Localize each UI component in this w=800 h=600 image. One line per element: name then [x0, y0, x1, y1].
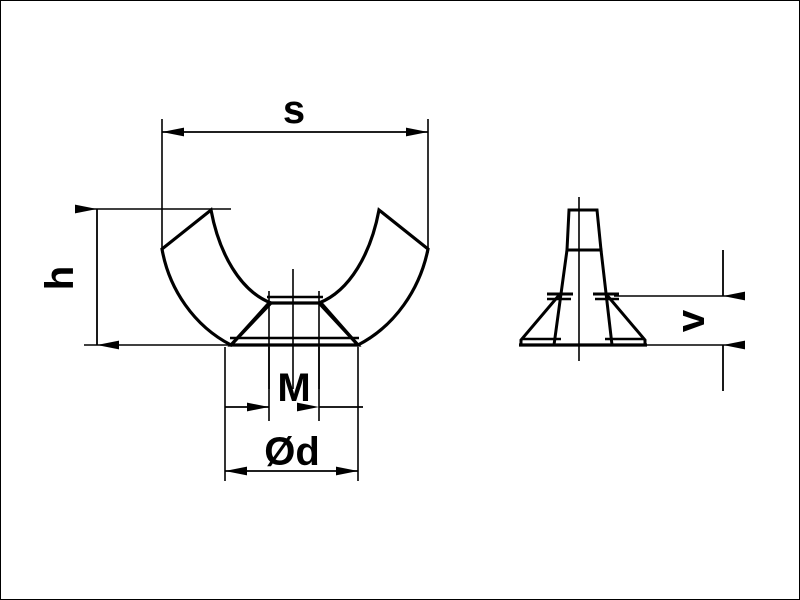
side-view: [519, 197, 647, 361]
right-wing-outline: [316, 207, 430, 347]
dimension-M: M: [225, 347, 363, 421]
left-wing-outline: [160, 207, 274, 347]
dimension-label-v: v: [669, 309, 713, 332]
dimension-label-diameter-d: Ød: [264, 430, 320, 474]
dimension-v: v: [614, 250, 745, 391]
dimension-h: h: [38, 204, 239, 350]
dimension-label-s: s: [283, 88, 305, 132]
front-view: [160, 207, 430, 389]
side-wing-top: [565, 208, 603, 252]
dimension-s: s: [161, 88, 429, 253]
dimension-diameter-d: Ød: [224, 347, 359, 481]
dimension-label-h: h: [38, 266, 82, 290]
side-body-taper: [552, 248, 614, 347]
hub-trapezoid: [227, 301, 362, 347]
dimension-label-M: M: [277, 366, 310, 410]
